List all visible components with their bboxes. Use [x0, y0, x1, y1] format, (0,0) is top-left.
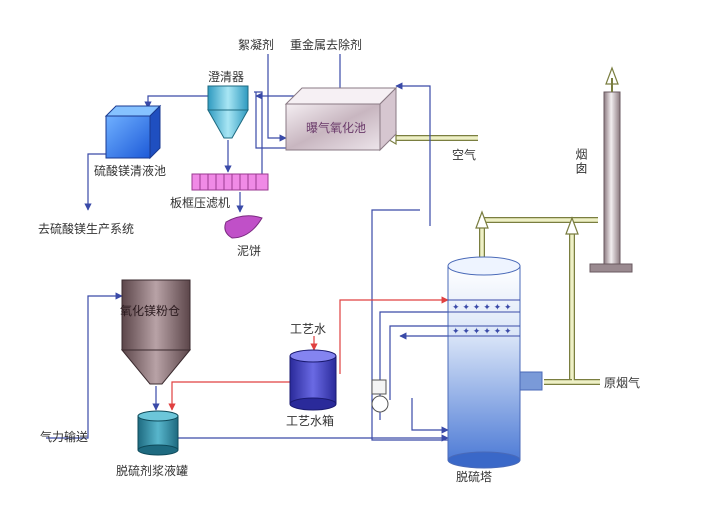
chimney	[589, 78, 633, 273]
label-filter-press: 板框压滤机	[170, 196, 231, 210]
label-oxidation-tank: 曝气氧化池	[306, 121, 367, 135]
label-chimney: 烟囱	[574, 148, 588, 176]
process-water-tank	[289, 349, 337, 411]
label-to-mgso4-system: 去硫酸镁生产系统	[38, 222, 135, 236]
label-mgo-silo: 氧化镁粉仓	[120, 304, 181, 318]
svg-text:✦ ✦ ✦ ✦ ✦ ✦: ✦ ✦ ✦ ✦ ✦ ✦	[452, 303, 512, 313]
label-process-water: 工艺水	[290, 322, 327, 336]
oxidation-tank	[284, 86, 398, 152]
blue-pipes	[46, 54, 449, 442]
pump	[371, 379, 389, 413]
label-pneumatic-transport: 气力输送	[40, 430, 89, 444]
slurry-tank	[137, 410, 179, 456]
mgso4-tank	[104, 104, 162, 160]
filter-press	[191, 173, 269, 191]
label-sludge-cake: 泥饼	[237, 244, 262, 258]
absorber-tower: ✦ ✦ ✦ ✦ ✦ ✦ ✦ ✦ ✦ ✦ ✦ ✦	[447, 256, 543, 469]
label-slurry-tank: 脱硫剂浆液罐	[116, 464, 189, 478]
label-air: 空气	[452, 148, 477, 162]
sludge-cake	[224, 215, 263, 239]
label-absorber: 脱硫塔	[456, 470, 493, 484]
label-clarifier: 澄清器	[208, 70, 245, 84]
label-mgso4-tank: 硫酸镁清液池	[94, 164, 167, 178]
mgo-silo	[120, 279, 192, 385]
svg-text:✦ ✦ ✦ ✦ ✦ ✦: ✦ ✦ ✦ ✦ ✦ ✦	[452, 327, 512, 337]
label-flocculant: 絮凝剂	[238, 38, 275, 52]
label-heavy-metal-remover: 重金属去除剂	[290, 38, 363, 52]
label-raw-flue-gas: 原烟气	[604, 376, 641, 390]
clarifier	[207, 85, 249, 139]
label-process-water-tank: 工艺水箱	[286, 414, 335, 428]
